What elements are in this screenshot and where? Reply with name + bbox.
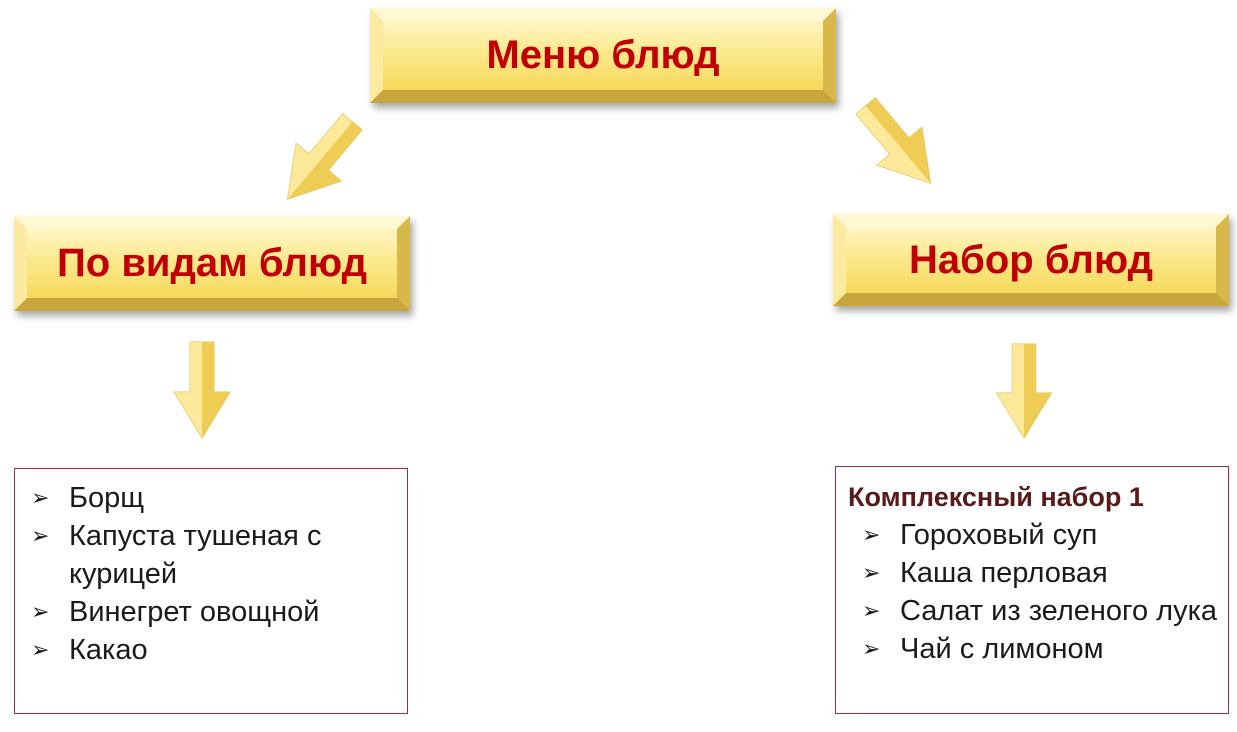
list-item-label: Чай с лимоном xyxy=(900,633,1104,665)
arrow-down-icon xyxy=(173,341,231,439)
list-item-label: Салат из зеленого лука xyxy=(900,595,1218,627)
arrow-bullet-icon: ➢ xyxy=(31,637,50,662)
root-node-label: Меню блюд xyxy=(486,33,720,77)
arrow-bullet-icon: ➢ xyxy=(862,636,881,661)
dish-set-list-panel: Комплексный набор 1 ➢ Гороховый суп ➢ Ка… xyxy=(835,466,1229,714)
arrow-bullet-icon: ➢ xyxy=(31,523,50,548)
list-item-label: Какао xyxy=(69,634,148,666)
arrow-down-right-icon xyxy=(855,97,932,184)
arrow-bullet-icon: ➢ xyxy=(862,598,881,623)
node-dish-set: Набор блюд xyxy=(833,214,1229,306)
list-item: ➢ Какао xyxy=(29,631,397,669)
arrow-bullet-icon: ➢ xyxy=(31,599,50,624)
node-by-dish-type: По видам блюд xyxy=(14,216,410,311)
list-item: ➢ Каша перловая xyxy=(848,554,1218,592)
list-item: ➢ Винегрет овощной xyxy=(29,593,397,631)
arrow-down-icon xyxy=(995,343,1053,439)
root-node-menu: Меню блюд xyxy=(370,8,836,103)
dish-set-list: ➢ Гороховый суп ➢ Каша перловая ➢ Салат … xyxy=(848,516,1218,668)
list-item-label: Винегрет овощной xyxy=(69,596,320,628)
arrow-bullet-icon: ➢ xyxy=(862,560,881,585)
arrow-down-left-icon xyxy=(286,113,363,200)
arrow-bullet-icon: ➢ xyxy=(31,485,50,510)
list-item-label: Капуста тушеная с курицей xyxy=(69,520,322,590)
list-item: ➢ Гороховый суп xyxy=(848,516,1218,554)
list-item: ➢ Салат из зеленого лука xyxy=(848,592,1218,630)
dish-type-list-panel: ➢ Борщ ➢ Капуста тушеная с курицей ➢ Вин… xyxy=(14,468,408,714)
list-item-label: Борщ xyxy=(69,482,145,514)
dish-set-heading: Комплексный набор 1 xyxy=(848,482,1144,512)
list-item-label: Каша перловая xyxy=(900,557,1108,589)
list-item: ➢ Капуста тушеная с курицей xyxy=(29,517,397,593)
list-item: ➢ Борщ xyxy=(29,479,397,517)
dish-type-list: ➢ Борщ ➢ Капуста тушеная с курицей ➢ Вин… xyxy=(29,479,397,669)
list-item-label: Гороховый суп xyxy=(900,519,1098,551)
list-item: ➢ Чай с лимоном xyxy=(848,630,1218,668)
node-by-dish-type-label: По видам блюд xyxy=(57,241,367,285)
node-dish-set-label: Набор блюд xyxy=(909,237,1153,282)
arrow-bullet-icon: ➢ xyxy=(862,522,881,547)
